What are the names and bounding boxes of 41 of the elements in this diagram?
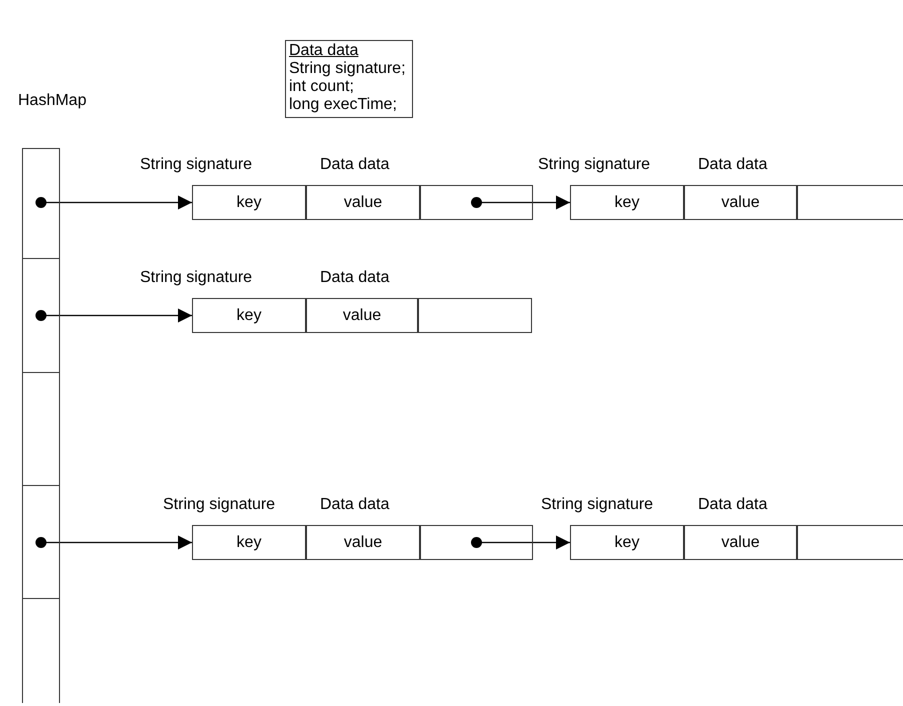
entry-field: value	[684, 525, 797, 560]
bucket-slot	[22, 486, 60, 599]
bucket-slot	[22, 373, 60, 486]
class-name: Data data	[289, 42, 360, 60]
pointer-arrow	[36, 308, 192, 322]
field-declaration: int count;	[289, 78, 355, 96]
bucket-slot	[22, 599, 60, 703]
field-label: Data data	[320, 156, 390, 174]
field-declaration: String signature;	[289, 60, 407, 78]
field-label: Data data	[320, 496, 390, 514]
field-label: String signature	[541, 496, 654, 514]
pointer-slot	[797, 525, 903, 560]
entry-field: value	[306, 185, 420, 220]
field-label: Data data	[698, 156, 768, 174]
field-label: String signature	[140, 156, 252, 174]
array-title: HashMap	[18, 92, 86, 110]
entry-field: value	[306, 298, 418, 333]
pointer-arrow	[471, 196, 570, 210]
pointer-slot	[420, 185, 533, 220]
entry-field: key	[570, 185, 684, 220]
entry-field: value	[306, 525, 420, 560]
bucket-slot	[22, 259, 60, 373]
pointer-arrow	[36, 536, 192, 550]
pointer-slot	[797, 185, 903, 220]
entry-field: value	[684, 185, 797, 220]
pointer-slot	[418, 298, 532, 333]
pointer-slot	[420, 525, 533, 560]
entry-field: key	[192, 298, 306, 333]
pointer-arrow	[36, 196, 192, 210]
bucket-slot	[22, 149, 60, 259]
field-label: Data data	[320, 269, 390, 287]
class-definition-card	[285, 40, 413, 118]
entry-field: key	[192, 185, 306, 220]
field-label: String signature	[163, 496, 276, 514]
entry-field: key	[192, 525, 306, 560]
field-label: String signature	[538, 156, 650, 174]
pointer-arrow	[471, 536, 570, 550]
entry-field: key	[570, 525, 684, 560]
field-label: String signature	[140, 269, 252, 287]
field-label: Data data	[698, 496, 768, 514]
field-declaration: long execTime;	[289, 96, 398, 114]
